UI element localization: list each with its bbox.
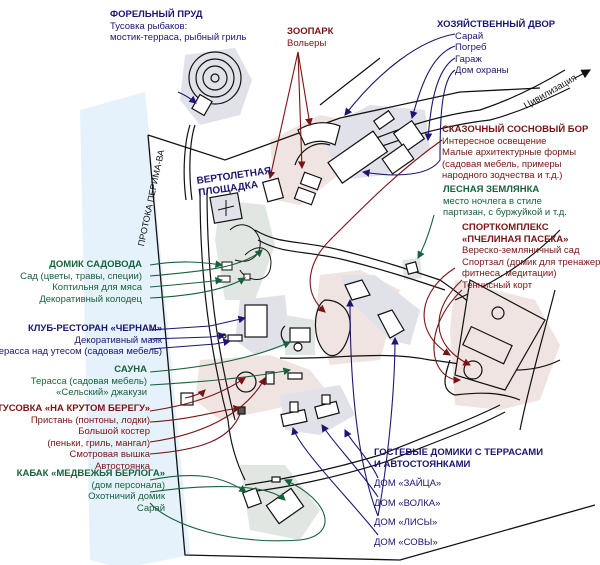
guest-house-item: ДОМ «ЛИСЫ»	[374, 517, 438, 528]
bear-den-title: КАБАК «МЕДВЕЖЬЯ БЕРЛОГА»	[16, 468, 165, 479]
club-restaurant	[221, 304, 268, 342]
dugout-item: партизан, с буржуйкой и т.д.	[443, 207, 567, 218]
zoo-item: Вольеры	[287, 37, 327, 49]
label-gardener: ДОМИК САДОВОДА Сад (цветы, травы, специи…	[20, 259, 142, 305]
guest-house-buildings	[280, 394, 340, 428]
farmyard-item: Сарай	[455, 30, 484, 42]
club-item: Терасса над утесом (садовая мебель)	[0, 346, 162, 357]
zoo-enclosures	[261, 122, 341, 206]
label-club: КЛУБ-РЕСТОРАН «ЧЕРНАМ» Декоративный маяк…	[0, 323, 162, 358]
pine-forest-title: СКАЗОЧНЫЙ СОСНОВЫЙ БОР	[442, 124, 589, 135]
sports-item: фитнеса, медитации)	[462, 268, 557, 279]
riverbank-item: Смотровая вышка	[69, 449, 150, 460]
farmyard-item: Дом охраны	[455, 65, 509, 76]
riverbank-item: (пеньки, гриль, мангал)	[47, 437, 150, 449]
farmyard-title: ХОЗЯЙСТВЕННЫЙ ДВОР	[437, 19, 556, 30]
zone-helipad	[215, 200, 275, 300]
gardener-item: Декоративный колодец	[39, 293, 142, 305]
sports-title-2: «ПЧЕЛИНАЯ ПАСЕКА»	[462, 233, 569, 245]
leader-lines-red	[149, 51, 471, 455]
pine-forest-item: (садовая мебель, примеры	[442, 158, 562, 170]
club-title: КЛУБ-РЕСТОРАН «ЧЕРНАМ»	[27, 323, 162, 334]
trout-pond-title: ФОРЕЛЬНЫЙ ПРУД	[110, 9, 203, 20]
label-sports: СПОРТКОМПЛЕКС «ПЧЕЛИНАЯ ПАСЕКА» Вереско-…	[462, 222, 600, 291]
guest-houses-title-1: ГОСТЕВЫЕ ДОМИКИ С ТЕРРАСАМИ	[374, 447, 544, 458]
sauna	[280, 325, 311, 352]
central-buildings	[314, 279, 405, 357]
label-trout-pond: ФОРЕЛЬНЫЙ ПРУД Тусовка рыбаков: мостик-т…	[110, 9, 246, 44]
pine-forest-item: Интересное освещение	[442, 135, 547, 147]
bear-den-buildings	[241, 476, 305, 525]
zone-riverbank	[195, 355, 330, 420]
riverbank-title: ТУСОВКА «НА КРУТОМ БЕРЕГУ»	[0, 403, 150, 414]
bear-den-item: Сарай	[136, 502, 165, 514]
guest-house-item: ДОМ «ВОЛКА»	[374, 497, 441, 509]
label-pine-forest: СКАЗОЧНЫЙ СОСНОВЫЙ БОР Интересное освеще…	[442, 124, 588, 182]
helipad	[209, 192, 243, 224]
river	[80, 92, 190, 565]
pine-forest-item: Малые архитектурные формы	[442, 147, 577, 158]
sports-item: Вереско-земляничный сад	[462, 245, 580, 256]
trout-pond	[188, 51, 242, 117]
club-item: Декоративный маяк	[74, 334, 162, 346]
riverbank-item: Автостоянка	[94, 460, 150, 472]
farmyard-item: Гараж	[455, 53, 482, 65]
sauna-title: САУНА	[114, 364, 147, 375]
sports-title-1: СПОРТКОМПЛЕКС	[462, 222, 549, 233]
dugout-item: место ночлега в стиле	[443, 195, 542, 207]
farmyard-item: Погреб	[455, 42, 487, 53]
label-bear-den: КАБАК «МЕДВЕЖЬЯ БЕРЛОГА» (дом персонала)…	[17, 468, 165, 514]
farmyard-buildings	[327, 109, 426, 184]
gardener-item: Сад (цветы, травы, специи)	[20, 270, 142, 282]
pine-forest-item: народного зодчества и т.д.)	[442, 170, 563, 181]
bear-den-item: (дом персонала)	[91, 479, 165, 491]
gardener-item: Коптильня для мяса	[52, 282, 142, 293]
label-riverbank: ТУСОВКА «НА КРУТОМ БЕРЕГУ» Пристань (пон…	[0, 403, 150, 472]
guest-house-item: ДОМ «ЗАЙЦА»	[374, 478, 442, 489]
sports-item: Теннисный корт	[462, 279, 533, 291]
guest-houses-title-2: И АВТОСТОЯНКАМИ	[374, 458, 471, 470]
label-sauna: САУНА Терасса (садовая мебель) «Сельский…	[31, 364, 147, 399]
zoo-title: ЗООПАРК	[287, 26, 334, 37]
label-dugout: ЛЕСНАЯ ЗЕМЛЯНКА место ночлега в стиле па…	[443, 184, 567, 219]
sauna-item: Терасса (садовая мебель)	[30, 375, 147, 387]
sauna-item: «Сельский» джакузи	[56, 387, 147, 398]
dugout-building	[405, 261, 419, 275]
riverbank-item: Большой костер	[78, 426, 150, 437]
label-zoo: ЗООПАРК Вольеры	[287, 26, 333, 49]
property-boundary	[147, 87, 596, 561]
guest-house-item: ДОМ «СОВЫ»	[374, 536, 438, 548]
bear-den-item: Охотничий домик	[88, 491, 165, 502]
trout-pond-item: мостик-терраса, рыбный гриль	[110, 32, 247, 43]
label-farmyard: ХОЗЯЙСТВЕННЫЙ ДВОР Сарай Погреб Гараж До…	[437, 19, 555, 77]
sports-item: Спортзал (домик для тренажеров,	[462, 256, 600, 268]
riverbank-item: Пристань (понтоны, лодки)	[30, 414, 150, 426]
gardener-title: ДОМИК САДОВОДА	[49, 259, 142, 270]
civilization-arrow	[574, 69, 592, 79]
leader-lines-blue	[149, 33, 456, 536]
dugout-title: ЛЕСНАЯ ЗЕМЛЯНКА	[443, 184, 540, 195]
sports-complex	[444, 279, 556, 431]
label-guest-houses: ГОСТЕВЫЕ ДОМИКИ С ТЕРРАСАМИ И АВТОСТОЯНК…	[374, 447, 543, 548]
leader-lines-green	[149, 214, 435, 542]
trout-pond-item: Тусовка рыбаков:	[110, 20, 188, 32]
